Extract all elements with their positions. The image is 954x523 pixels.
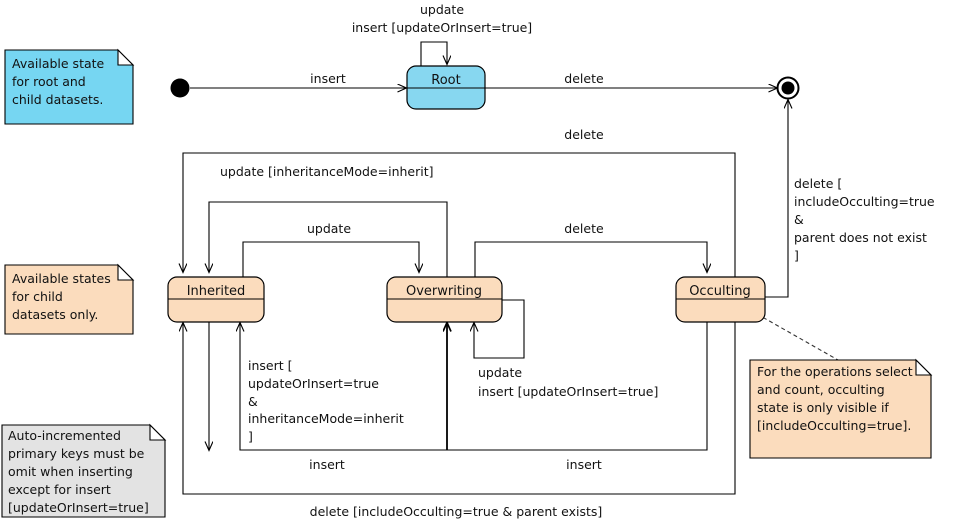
edge-inherited-to-overwriting-update [242, 241, 419, 277]
label-root-self-insert: insert [updateOrInsert=true] [352, 20, 532, 35]
label-final-guard-2: includeOcculting=true [794, 194, 935, 209]
label-final-guard-4: parent does not exist [794, 230, 927, 245]
note-anchor-occulting [756, 313, 839, 361]
label-final-guard-5: ] [794, 248, 799, 263]
label-overwriting-self-insert: insert [updateOrInsert=true] [478, 384, 658, 399]
edge-occulting-to-overwriting-insert [240, 322, 708, 451]
label-overwriting-occulting-delete: delete [564, 221, 604, 236]
note-autoinc-line-5: [updateOrInsert=true] [8, 500, 149, 515]
label-insert-guard-1: insert [ [248, 358, 293, 373]
label-insert-left: insert [309, 457, 345, 472]
note-root-line-1: Available state [12, 56, 105, 71]
state-overwriting[interactable]: Overwriting [386, 276, 503, 323]
label-start-insert: insert [310, 71, 346, 86]
label-inherited-overwriting-update: update [307, 221, 351, 236]
state-root-label: Root [431, 73, 460, 88]
label-insert-guard-5: ] [248, 429, 253, 444]
edge-occulting-to-inherited-delete [183, 152, 736, 277]
final-state [776, 76, 800, 100]
label-update-inheritance-mode: update [inheritanceMode=inherit] [220, 164, 434, 179]
label-insert-guard-4: inheritanceMode=inherit [248, 411, 404, 426]
state-inherited[interactable]: Inherited [167, 276, 265, 323]
edge-root-self-loop [420, 41, 447, 66]
note-occulting-line-1: For the operations select [757, 364, 913, 379]
edge-overwriting-to-inherited-update-inherit [209, 201, 448, 277]
note-root-line-2: for root and [12, 74, 86, 89]
edge-overwriting-self-loop [474, 299, 525, 359]
note-occulting-line-3: state is only visible if [757, 400, 889, 415]
note-child-line-1: Available states [12, 271, 111, 286]
note-autoinc-line-4: except for insert [8, 482, 111, 497]
note-autoinc-line-2: primary keys must be [8, 446, 145, 461]
note-occulting-line-4: [includeOcculting=true]. [757, 418, 911, 433]
note-root-line-3: child datasets. [12, 92, 103, 107]
note-child-line-3: datasets only. [12, 307, 98, 322]
note-auto-incremented-keys: Auto-incremented primary keys must be om… [1, 423, 167, 518]
initial-state [170, 78, 190, 98]
note-available-root-child: Available state for root and child datas… [4, 48, 135, 125]
label-final-guard-1: delete [ [794, 176, 842, 191]
label-occulting-inherited-delete: delete [564, 127, 604, 142]
label-insert-right: insert [566, 457, 602, 472]
edge-occulting-to-final [760, 100, 788, 298]
label-root-self-update: update [420, 2, 464, 17]
note-available-child-only: Available states for child datasets only… [4, 263, 135, 335]
edge-overwriting-to-occulting-delete [474, 241, 707, 277]
note-autoinc-line-3: omit when inserting [8, 464, 133, 479]
label-insert-guard-3: & [248, 394, 258, 409]
label-overwriting-self-update: update [478, 365, 522, 380]
label-insert-guard-2: updateOrInsert=true [248, 376, 379, 391]
state-occulting[interactable]: Occulting [675, 276, 766, 323]
state-root[interactable]: Root [406, 65, 486, 110]
edge-occulting-to-inherited-delete-parent-exists [183, 322, 736, 495]
state-inherited-label: Inherited [187, 284, 246, 299]
label-final-guard-3: & [794, 212, 804, 227]
state-overwriting-label: Overwriting [406, 284, 482, 299]
note-occulting-visibility: For the operations select and count, occ… [749, 358, 933, 459]
note-child-line-2: for child [12, 289, 63, 304]
note-autoinc-line-1: Auto-incremented [8, 428, 121, 443]
label-delete-bottom: delete [includeOcculting=true & parent e… [310, 504, 603, 519]
label-root-final-delete: delete [564, 71, 604, 86]
note-occulting-line-2: and count, occulting [757, 382, 885, 397]
state-occulting-label: Occulting [689, 284, 751, 299]
